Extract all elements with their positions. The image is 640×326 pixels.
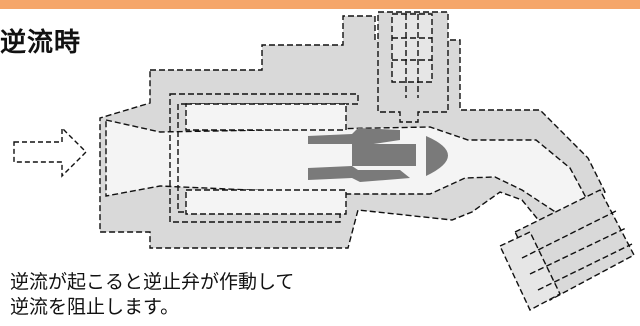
- check-valve: [308, 128, 448, 182]
- top-accent-band: [0, 0, 640, 9]
- cartridge-outer-wall: [169, 93, 359, 223]
- outlet-fitting-ring: [499, 231, 561, 311]
- valve-disc: [426, 136, 448, 176]
- caption-text: 逆流が起こると逆止弁が作動して 逆流を阻止します。: [10, 270, 294, 320]
- diagram-title: 逆流時: [0, 28, 82, 58]
- top-fitting-inner: [391, 13, 433, 83]
- caption-line-2: 逆流を阻止します。: [10, 296, 180, 318]
- dashed-right-arrow-icon: [13, 126, 87, 178]
- cartridge-upper-slot: [185, 103, 347, 131]
- caption-line-1: 逆流が起こると逆止弁が作動して: [10, 271, 295, 293]
- cartridge-lower-slot: [185, 189, 347, 215]
